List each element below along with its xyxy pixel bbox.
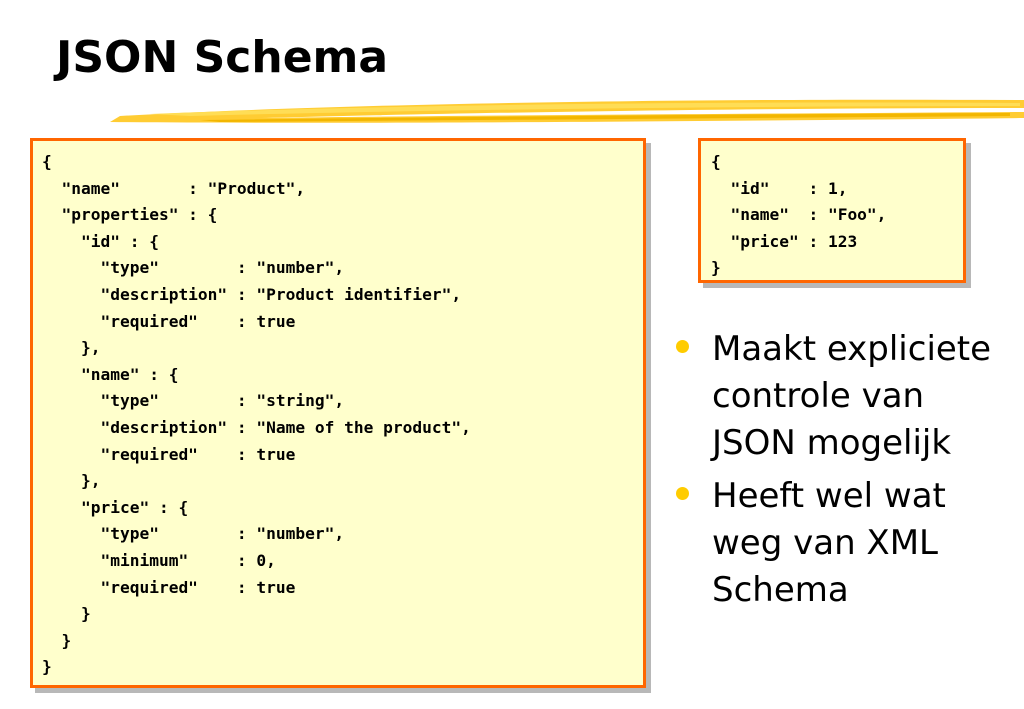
json-schema-code-box: { "name" : "Product", "properties" : { "… <box>30 138 646 688</box>
bullet-text: Heeft wel wat weg van XML Schema <box>712 476 946 610</box>
yellow-brush-stroke <box>110 99 1024 123</box>
bullet-text: Maakt expliciete controle van JSON mogel… <box>712 329 992 463</box>
bullet-item: Heeft wel wat weg van XML Schema <box>676 473 1016 614</box>
json-example-code-box: { "id" : 1, "name" : "Foo", "price" : 12… <box>698 138 966 283</box>
bullet-dot-icon <box>676 340 689 353</box>
bullet-dot-icon <box>676 487 689 500</box>
bullet-item: Maakt expliciete controle van JSON mogel… <box>676 326 1016 467</box>
bullet-list: Maakt expliciete controle van JSON mogel… <box>676 326 1016 620</box>
slide-title: JSON Schema <box>56 32 389 83</box>
